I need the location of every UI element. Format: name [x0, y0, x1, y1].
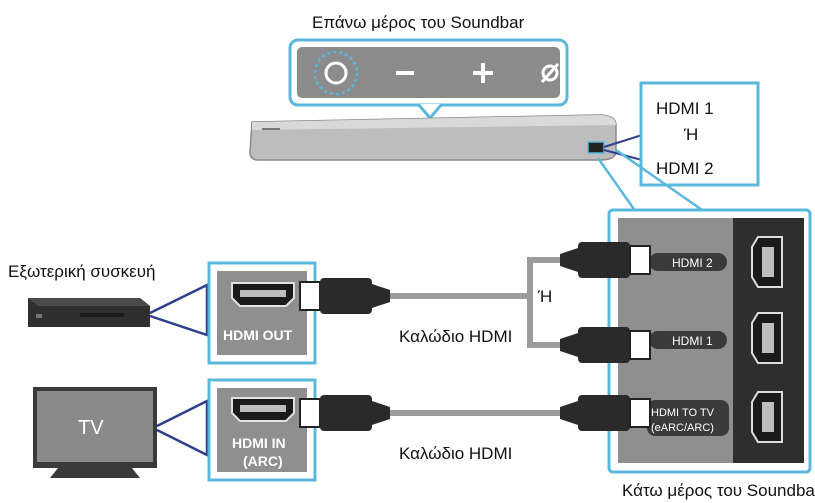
tv-icon	[33, 387, 157, 478]
sb-tv-label-2: (eARC/ARC)	[651, 422, 714, 434]
minus-icon	[396, 71, 414, 75]
hdmi-plug-sb-hdmi2	[560, 242, 651, 278]
bottom-panel-pointer	[596, 157, 638, 213]
bottom-title: Κάτω μέρος του Soundbar	[622, 481, 815, 500]
button-panel	[297, 47, 560, 98]
soundbar-top-edge	[252, 115, 616, 130]
or-middle-label: Ή	[537, 287, 552, 306]
sb-hdmi2-badge	[649, 253, 727, 271]
sb-port-hdmi2	[751, 236, 783, 288]
source-icon-slash	[540, 63, 560, 83]
hdmi-in-label-2: (ARC)	[243, 453, 283, 469]
hdmi-plug-sb-tv	[560, 395, 651, 431]
power-icon	[324, 61, 348, 85]
hdmi-plug-sb-hdmi1	[560, 327, 651, 363]
top-title: Επάνω μέρος του Soundbar	[312, 13, 525, 32]
hdmi-cable-top	[390, 257, 560, 348]
source-icon	[541, 64, 559, 82]
button-panel-pointer	[416, 103, 444, 121]
soundbar-logo	[262, 128, 280, 130]
power-button[interactable]	[324, 61, 348, 85]
cable-label-1: Καλώδιο HDMI	[399, 327, 512, 346]
sb-port-hdmi-to-tv	[751, 391, 783, 443]
bottom-panel-pointer-2	[615, 148, 706, 214]
sb-tv-badge	[647, 400, 729, 436]
tv-label: TV	[78, 417, 104, 439]
volume-down-button[interactable]	[396, 71, 414, 75]
power-highlight-ring	[313, 50, 359, 96]
sb-hdmi1-label: HDMI 1	[672, 334, 713, 348]
sb-hdmi2-label: HDMI 2	[672, 256, 713, 270]
external-device-icon	[28, 298, 150, 327]
external-device-label: Εξωτερική συσκευή	[8, 262, 156, 281]
sb-port-hdmi1	[751, 312, 783, 364]
hdmi-in-label-1: HDMI IN	[232, 435, 286, 451]
sb-hdmi1-badge	[649, 331, 727, 349]
tv-callout-pointer	[156, 398, 209, 458]
ext-callout-pointer	[149, 282, 209, 337]
cable-label-2: Καλώδιο HDMI	[399, 444, 512, 463]
hdmi-callout-box	[639, 81, 760, 187]
soundbar-hdmi-port	[587, 141, 605, 154]
or-right-label: Ή	[683, 125, 698, 144]
hdmi-out-label: HDMI OUT	[223, 327, 293, 343]
hdmi2-big-label: HDMI 2	[656, 159, 714, 178]
hdmi-plug-ext	[299, 278, 390, 314]
source-button[interactable]	[540, 63, 560, 83]
tv-hdmi-in-port	[231, 397, 295, 422]
sb-tv-label-1: HDMI TO TV	[651, 407, 715, 419]
ext-hdmi-out-port	[231, 282, 295, 307]
hdmi1-big-label: HDMI 1	[656, 99, 714, 118]
plus-icon-v	[481, 63, 485, 83]
hdmi-plug-tv	[299, 395, 390, 431]
volume-up-button[interactable]	[473, 63, 493, 83]
